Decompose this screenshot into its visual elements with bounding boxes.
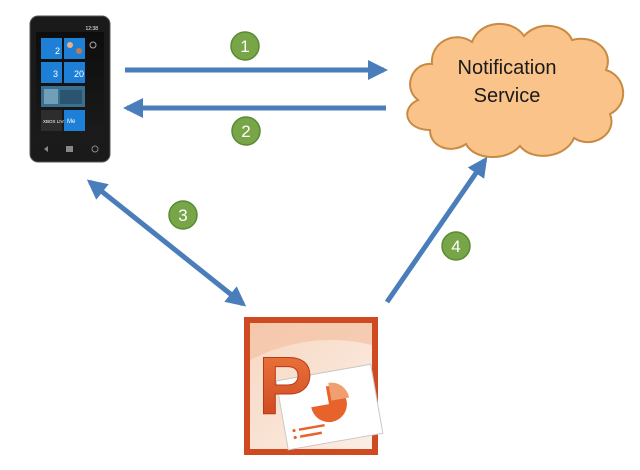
- slide-document-icon: [275, 363, 384, 451]
- cloud-shape: [406, 22, 625, 159]
- step-badge-1: 1: [230, 31, 260, 61]
- back-button-icon: [44, 146, 48, 152]
- step-badge-4: 4: [441, 231, 471, 261]
- step-badge-2: 2: [231, 116, 261, 146]
- step-number: 2: [241, 122, 250, 141]
- cloud-label-line2: Service: [474, 85, 541, 107]
- arrow-step-3: [86, 179, 247, 307]
- windows-phone-icon: 12:38 2 3 20 XBOX LIVE: [29, 15, 111, 163]
- phone-photo-tile: [41, 86, 85, 107]
- phone-icon: 2: [55, 46, 60, 56]
- arrow-right-icon: [89, 41, 97, 49]
- powerpoint-letter: P: [258, 341, 313, 432]
- step-number: 4: [451, 237, 460, 256]
- phone-tile-2: [64, 38, 85, 59]
- step-badge-3: 3: [168, 200, 198, 230]
- arrow-step-4: [384, 156, 488, 304]
- notification-service-cloud: Notification Service: [406, 22, 625, 159]
- search-button-icon: [91, 145, 99, 153]
- mail-icon: 20: [74, 69, 84, 79]
- step-number: 1: [240, 37, 249, 56]
- phone-tile-6: Me: [64, 110, 85, 131]
- phone-tile-4: 20: [64, 62, 85, 83]
- phone-tile-5: XBOX LIVE: [41, 110, 67, 131]
- me-icon: Me: [67, 119, 76, 125]
- cloud-label-line1: Notification: [458, 57, 557, 79]
- powerpoint-icon: P: [244, 317, 384, 455]
- xbox-live-icon: XBOX LIVE: [43, 119, 67, 124]
- phone-tile-3: 3: [41, 62, 62, 83]
- windows-button-icon: [66, 146, 73, 152]
- phone-time: 12:38: [85, 26, 98, 32]
- people-icon: [67, 42, 73, 48]
- phone-tile-1: 2: [41, 38, 62, 59]
- message-icon: 3: [53, 69, 58, 79]
- step-number: 3: [178, 206, 187, 225]
